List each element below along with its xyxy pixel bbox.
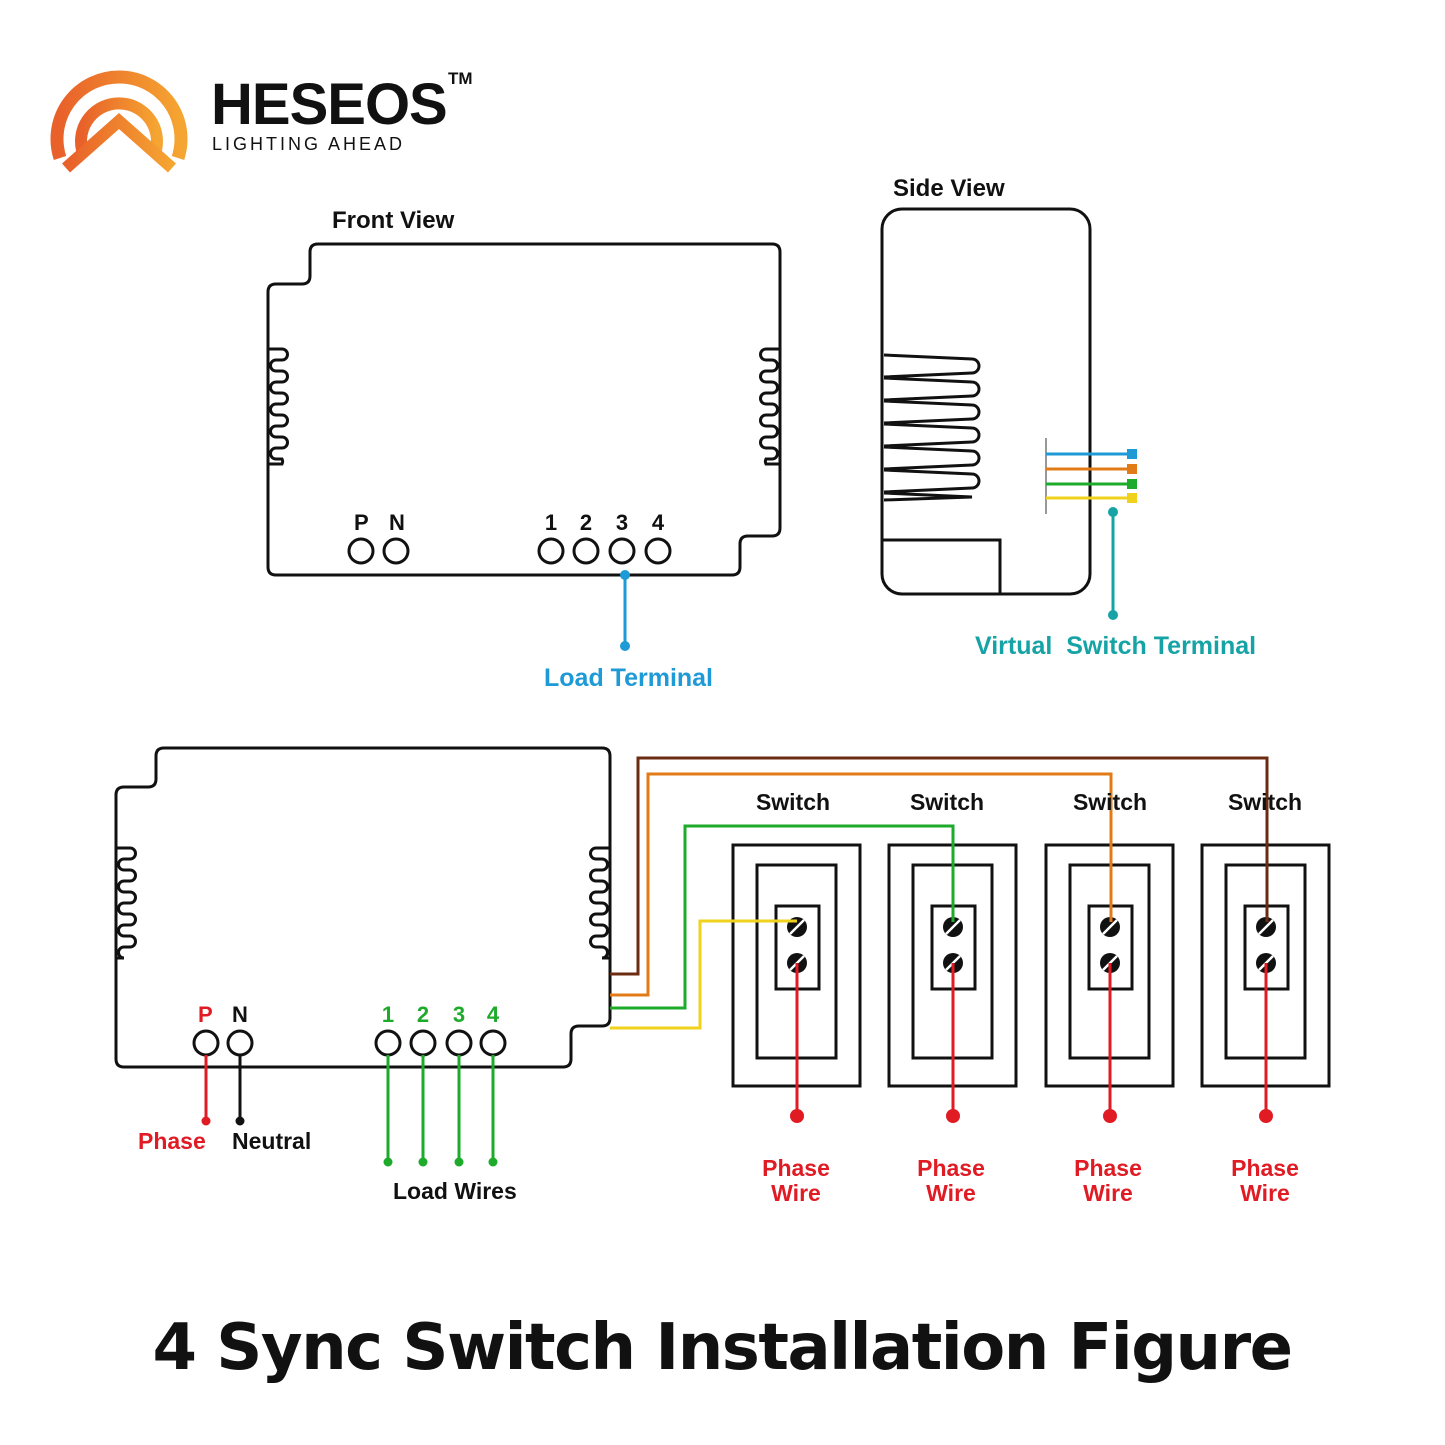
wire-yellow-to-switch-1 [610,919,797,1030]
phase-wire-3-dot [1103,1109,1117,1123]
front-view-housing [266,242,782,577]
module-terminal-p [192,1029,220,1057]
phase-wire-3-label-line2: Wire [1083,1180,1133,1206]
front-n-label: N [389,510,405,535]
phase-wire-1-dot [790,1109,804,1123]
wire-orange-to-switch-3 [610,772,1113,997]
side-view-label: Side View [893,175,1005,202]
module-terminal-2 [409,1029,437,1057]
front-terminal-n [382,537,410,565]
module-housing [114,746,612,1069]
load-terminal-label: Load Terminal [544,664,713,692]
switch-4-label: Switch [1228,789,1302,815]
module-left-vent [116,846,137,960]
phase-wire-1-label-line2: Wire [771,1180,821,1206]
front-terminal-p [347,537,375,565]
module-right-vent [589,846,610,960]
figure-title: 4 Sync Switch Installation Figure [152,1311,1291,1385]
side-view-base-step [882,538,1002,594]
phase-lead-dot [201,1116,211,1126]
load-wire-4-dot [488,1157,498,1167]
front-right-vent [759,347,780,466]
front-terminal-4-label: 4 [652,510,665,535]
load-terminal-dot-top [620,570,630,580]
module-terminal-3 [445,1029,473,1057]
front-terminal-2-label: 2 [580,510,592,535]
module-p-label: P [198,1002,213,1027]
module-terminal-3-label: 3 [453,1002,465,1027]
front-terminal-2 [572,537,600,565]
wire-green-to-switch-2 [610,824,955,1010]
module-terminal-4 [479,1029,507,1057]
front-terminal-1-label: 1 [545,510,557,535]
module-terminal-1 [374,1029,402,1057]
side-view-housing [880,207,1092,596]
module-terminal-4-label: 4 [487,1002,500,1027]
logo-inner-arc [75,97,163,152]
phase-wire-2-dot [946,1109,960,1123]
load-wire-1-dot [383,1157,393,1167]
side-wire-green-tip [1127,479,1137,489]
load-terminal-dot-bottom [620,641,630,651]
module-n-label: N [232,1002,248,1027]
front-p-label: P [354,510,369,535]
module-terminal-n [226,1029,254,1057]
virtual-switch-dot-bottom [1108,610,1118,620]
phase-wire-2-label-line2: Wire [926,1180,976,1206]
phase-wire-4-label-line2: Wire [1240,1180,1290,1206]
front-terminal-numbers: 1 2 3 4 [545,510,665,535]
side-wire-orange-tip [1127,464,1137,474]
switch-3-label: Switch [1073,789,1147,815]
heseos-logo [50,70,188,173]
side-wire-blue-tip [1127,449,1137,459]
brand-name: HESEOS [211,72,447,137]
neutral-lead-dot [235,1116,245,1126]
front-terminal-1 [537,537,565,565]
front-terminal-3-label: 3 [616,510,628,535]
front-left-vent [268,347,289,466]
virtual-switch-dot-top [1108,507,1118,517]
module-terminal-1-label: 1 [382,1002,394,1027]
load-wire-2-dot [418,1157,428,1167]
front-terminal-3 [608,537,636,565]
phase-wire-2-label-line1: Phase [917,1155,985,1181]
phase-wire-3-label-line1: Phase [1074,1155,1142,1181]
load-wires-label: Load Wires [393,1178,517,1204]
front-view-label: Front View [332,207,455,234]
module-terminal-2-label: 2 [417,1002,429,1027]
wire-brown-to-switch-4 [610,756,1269,976]
switch-2-label: Switch [910,789,984,815]
virtual-switch-terminal-label: Virtual Switch Terminal [975,632,1256,660]
brand-tagline: LIGHTING AHEAD [212,134,405,154]
phase-label: Phase [138,1128,206,1154]
trademark-mark: TM [448,69,473,88]
load-wire-3-dot [454,1157,464,1167]
logo-roof [62,112,176,173]
phase-wire-1-label-line1: Phase [762,1155,830,1181]
phase-wire-4-dot [1259,1109,1273,1123]
logo-outer-arc [50,70,188,160]
phase-wire-4-label-line1: Phase [1231,1155,1299,1181]
front-terminal-4 [644,537,672,565]
neutral-label: Neutral [232,1128,311,1154]
side-wire-yellow-tip [1127,493,1137,503]
switch-1-label: Switch [756,789,830,815]
side-view-vent-fins [883,353,981,502]
